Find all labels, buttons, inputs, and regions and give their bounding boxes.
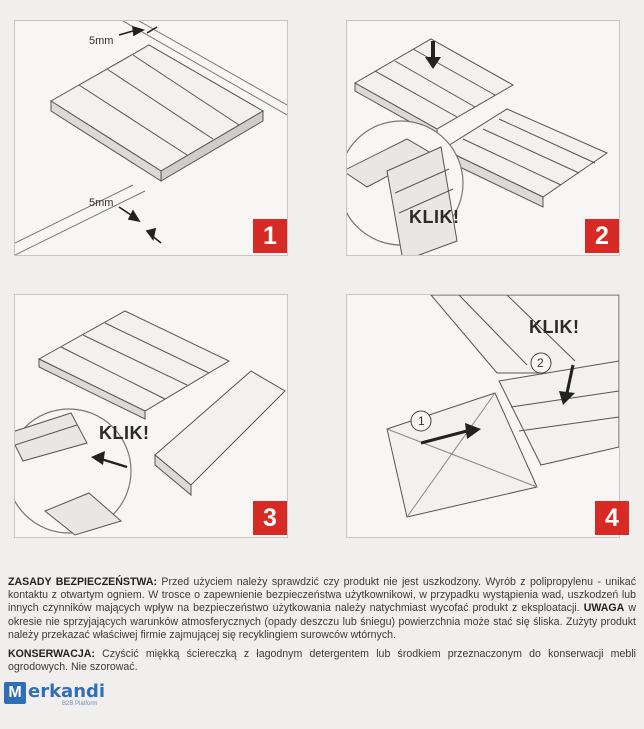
merkandi-name: erkandi bbox=[28, 681, 106, 702]
safety-body-1: Przed użyciem należy sprawdzić czy produ… bbox=[8, 576, 636, 615]
merkandi-watermark: M erkandi B2B Platform bbox=[4, 680, 116, 708]
conservation-body: Czyścić miękką ściereczką z łagodnym det… bbox=[8, 648, 636, 674]
step-4-illustration bbox=[386, 295, 619, 518]
step-1-panel: 5mm 5mm 1 bbox=[14, 20, 288, 256]
step-3-panel: KLIK! 3 bbox=[14, 294, 288, 538]
safety-heading: ZASADY BEZPIECZEŃSTWA: bbox=[8, 576, 158, 588]
instructions-text: ZASADY BEZPIECZEŃSTWA: Przed użyciem nal… bbox=[8, 576, 636, 680]
klik-label-step-2: KLIK! bbox=[409, 207, 460, 227]
step-2-illustration bbox=[347, 38, 609, 255]
safety-warning: UWAGA bbox=[583, 602, 625, 615]
step-1-illustration bbox=[15, 21, 287, 255]
step-number-1: 1 bbox=[253, 219, 287, 253]
gap-label-bottom: 5mm bbox=[89, 197, 114, 209]
step-number-3: 3 bbox=[253, 501, 287, 535]
safety-body-2: w okresie nie sprzyjających warunków atm… bbox=[8, 602, 637, 641]
step-2-panel: KLIK! 2 bbox=[346, 20, 620, 256]
gap-label-top: 5mm bbox=[89, 35, 114, 47]
step-4-marker-2: 2 bbox=[537, 356, 544, 370]
step-number-4: 4 bbox=[595, 501, 629, 535]
klik-label-step-3: KLIK! bbox=[99, 423, 150, 443]
merkandi-tagline: B2B Platform bbox=[62, 701, 98, 707]
conservation-paragraph: KONSERWACJA: Czyścić miękką ściereczką z… bbox=[8, 648, 636, 674]
step-4-marker-1: 1 bbox=[418, 414, 425, 428]
conservation-heading: KONSERWACJA: bbox=[8, 648, 95, 661]
step-number-2: 2 bbox=[585, 219, 619, 253]
step-4-panel: 1 2 KLIK! 4 bbox=[346, 294, 629, 538]
klik-label-step-4: KLIK! bbox=[529, 317, 580, 337]
merkandi-badge: M bbox=[4, 682, 26, 704]
safety-paragraph: ZASADY BEZPIECZEŃSTWA: Przed użyciem nal… bbox=[8, 576, 636, 642]
step-3-illustration bbox=[15, 310, 286, 536]
